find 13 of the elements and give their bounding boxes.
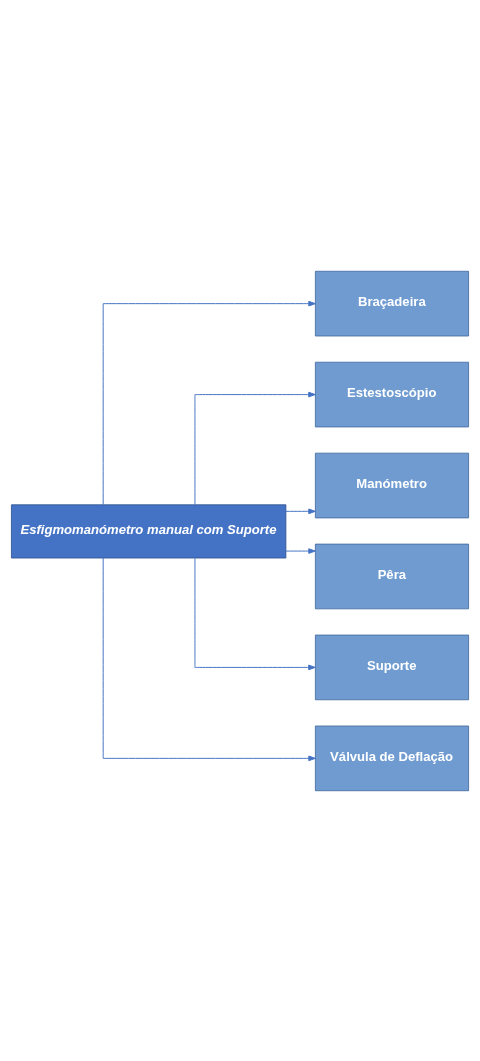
arrow [194,391,316,505]
node-box: Suporte [314,634,469,700]
node-box: Estestoscópio [314,361,469,427]
node-box: Esfigmomanómetro manual com Suporte [11,503,287,558]
node-box: Válvula de Deflação [314,725,469,791]
arrow [285,508,316,514]
node-box: Braçadeira [314,270,469,336]
node-box: Pêra [314,543,469,609]
arrow [102,300,316,505]
arrow [285,547,316,554]
node-box: Manómetro [314,452,469,518]
arrow [194,557,316,670]
arrow [102,557,316,761]
